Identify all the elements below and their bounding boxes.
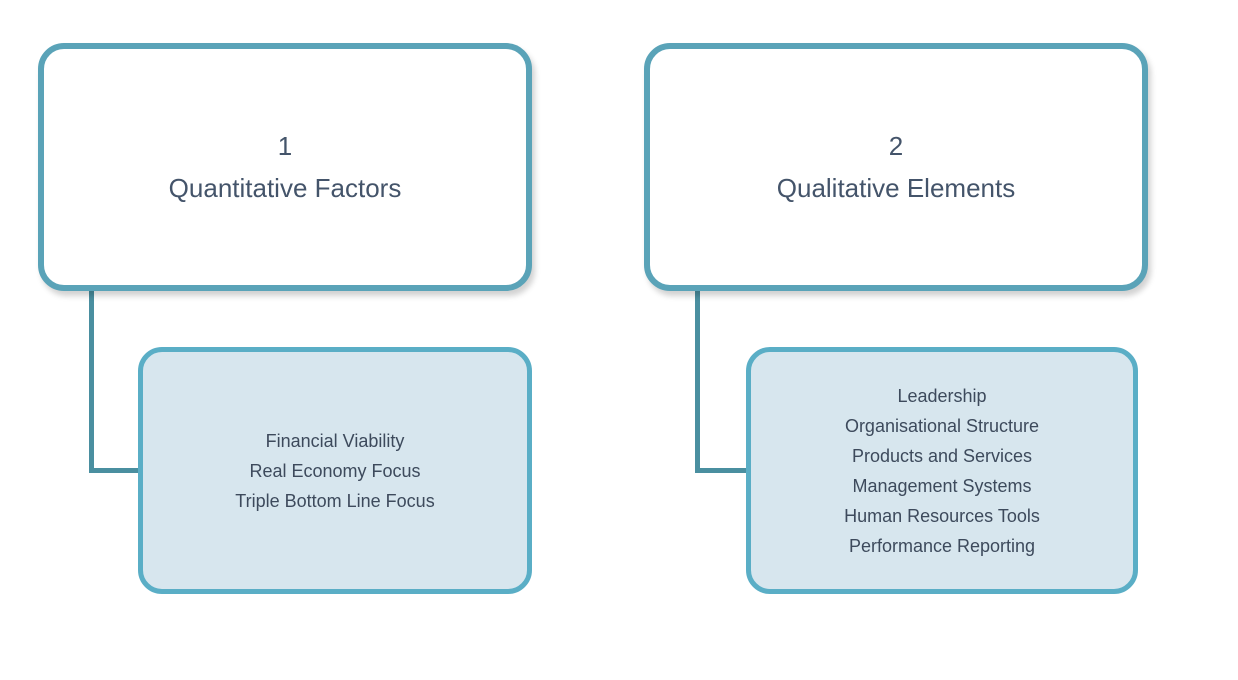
branch-2-item: Leadership	[897, 385, 987, 406]
connector-line-1	[89, 285, 145, 473]
branch-1-title: Quantitative Factors	[168, 173, 402, 203]
branch-1-items-box: Financial Viability Real Economy Focus T…	[138, 347, 532, 594]
branch-2-number: 2	[888, 131, 904, 161]
branch-1-item: Triple Bottom Line Focus	[235, 490, 435, 511]
branch-2-items-box: Leadership Organisational Structure Prod…	[746, 347, 1138, 594]
branch-1-number: 1	[277, 131, 293, 161]
branch-2-item: Products and Services	[851, 445, 1033, 466]
branch-2-item: Organisational Structure	[844, 415, 1040, 436]
branch-2-title: Qualitative Elements	[776, 173, 1016, 203]
branch-2-item: Performance Reporting	[848, 535, 1036, 556]
branch-1-item: Real Economy Focus	[249, 460, 421, 481]
branch-2-item: Management Systems	[852, 475, 1032, 496]
branch-2-item: Human Resources Tools	[844, 505, 1040, 526]
branch-2-header-box: 2 Qualitative Elements	[644, 43, 1148, 291]
branch-1-item: Financial Viability	[265, 430, 405, 451]
connector-line-2	[695, 285, 751, 473]
branch-1-header-box: 1 Quantitative Factors	[38, 43, 532, 291]
